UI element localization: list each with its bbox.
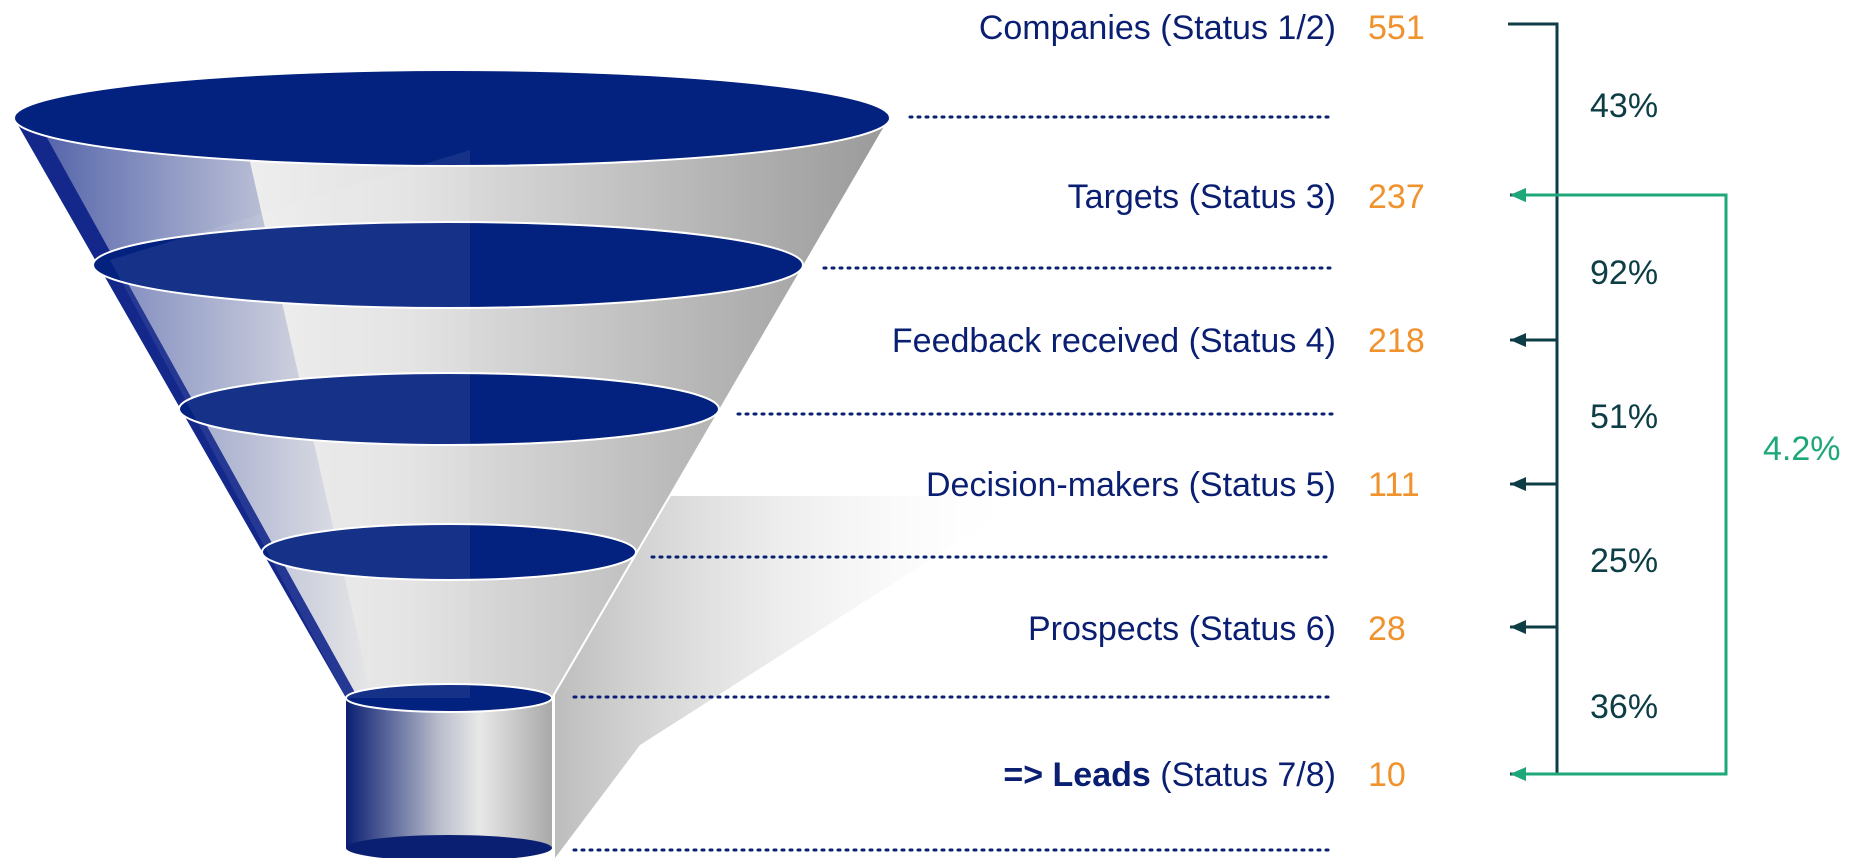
stage-label-feedback: Feedback received (Status 4) [892,322,1336,360]
arrow-head-overall-start [1510,188,1526,202]
stage-count-feedback: 218 [1368,322,1425,360]
funnel-rim-4 [261,523,637,581]
stage-count-targets: 237 [1368,178,1425,216]
step-rate-3: 51% [1590,398,1658,436]
stage-count-prospects: 28 [1368,610,1406,648]
stage-count-companies: 551 [1368,9,1425,47]
funnel-rim-3 [178,372,720,446]
arrow-head-decision-makers [1510,477,1526,491]
step-bracket-line [1508,22,1559,776]
stage-label-leads: => Leads (Status 7/8) [1003,756,1336,794]
overall-rate: 4.2% [1763,430,1841,468]
stage-count-leads: 10 [1368,756,1406,794]
arrow-head-prospects [1510,620,1526,634]
overall-arrowheads [1510,188,1526,781]
stage-label-companies: Companies (Status 1/2) [979,9,1336,47]
stage-label-targets: Targets (Status 3) [1068,178,1336,216]
separator-lines [572,115,1334,852]
funnel-spout [346,698,552,848]
funnel-highlight [110,150,470,698]
funnel-rim-5 [345,683,553,713]
step-rate-2: 92% [1590,254,1658,292]
overall-bracket-line [1526,193,1728,776]
funnel-rim-1 [13,69,891,167]
stage-labels: Companies (Status 1/2) Targets (Status 3… [892,9,1336,794]
funnel-shadow [555,496,1030,858]
step-rate-5: 36% [1590,688,1658,726]
step-rate-4: 25% [1590,542,1658,580]
stage-label-decision-makers: Decision-makers (Status 5) [926,466,1336,504]
step-rates: 43% 92% 51% 25% 36% [1590,87,1658,726]
funnel-spout-bottom [346,835,552,858]
funnel-rim-2 [92,221,804,309]
stage-label-leads-rest: (Status 7/8) [1151,756,1336,794]
arrow-head-overall-end [1510,767,1526,781]
stage-count-decision-makers: 111 [1368,466,1420,504]
step-rate-1: 43% [1590,87,1658,125]
overall-bracket [1526,193,1728,776]
step-bracket [1508,22,1559,776]
stage-label-prospects: Prospects (Status 6) [1028,610,1336,648]
arrow-head-feedback [1510,333,1526,347]
step-arrowheads [1510,188,1526,634]
stage-label-leads-bold: => Leads [1003,756,1150,794]
stage-counts: 551 237 218 111 28 10 [1368,9,1425,794]
